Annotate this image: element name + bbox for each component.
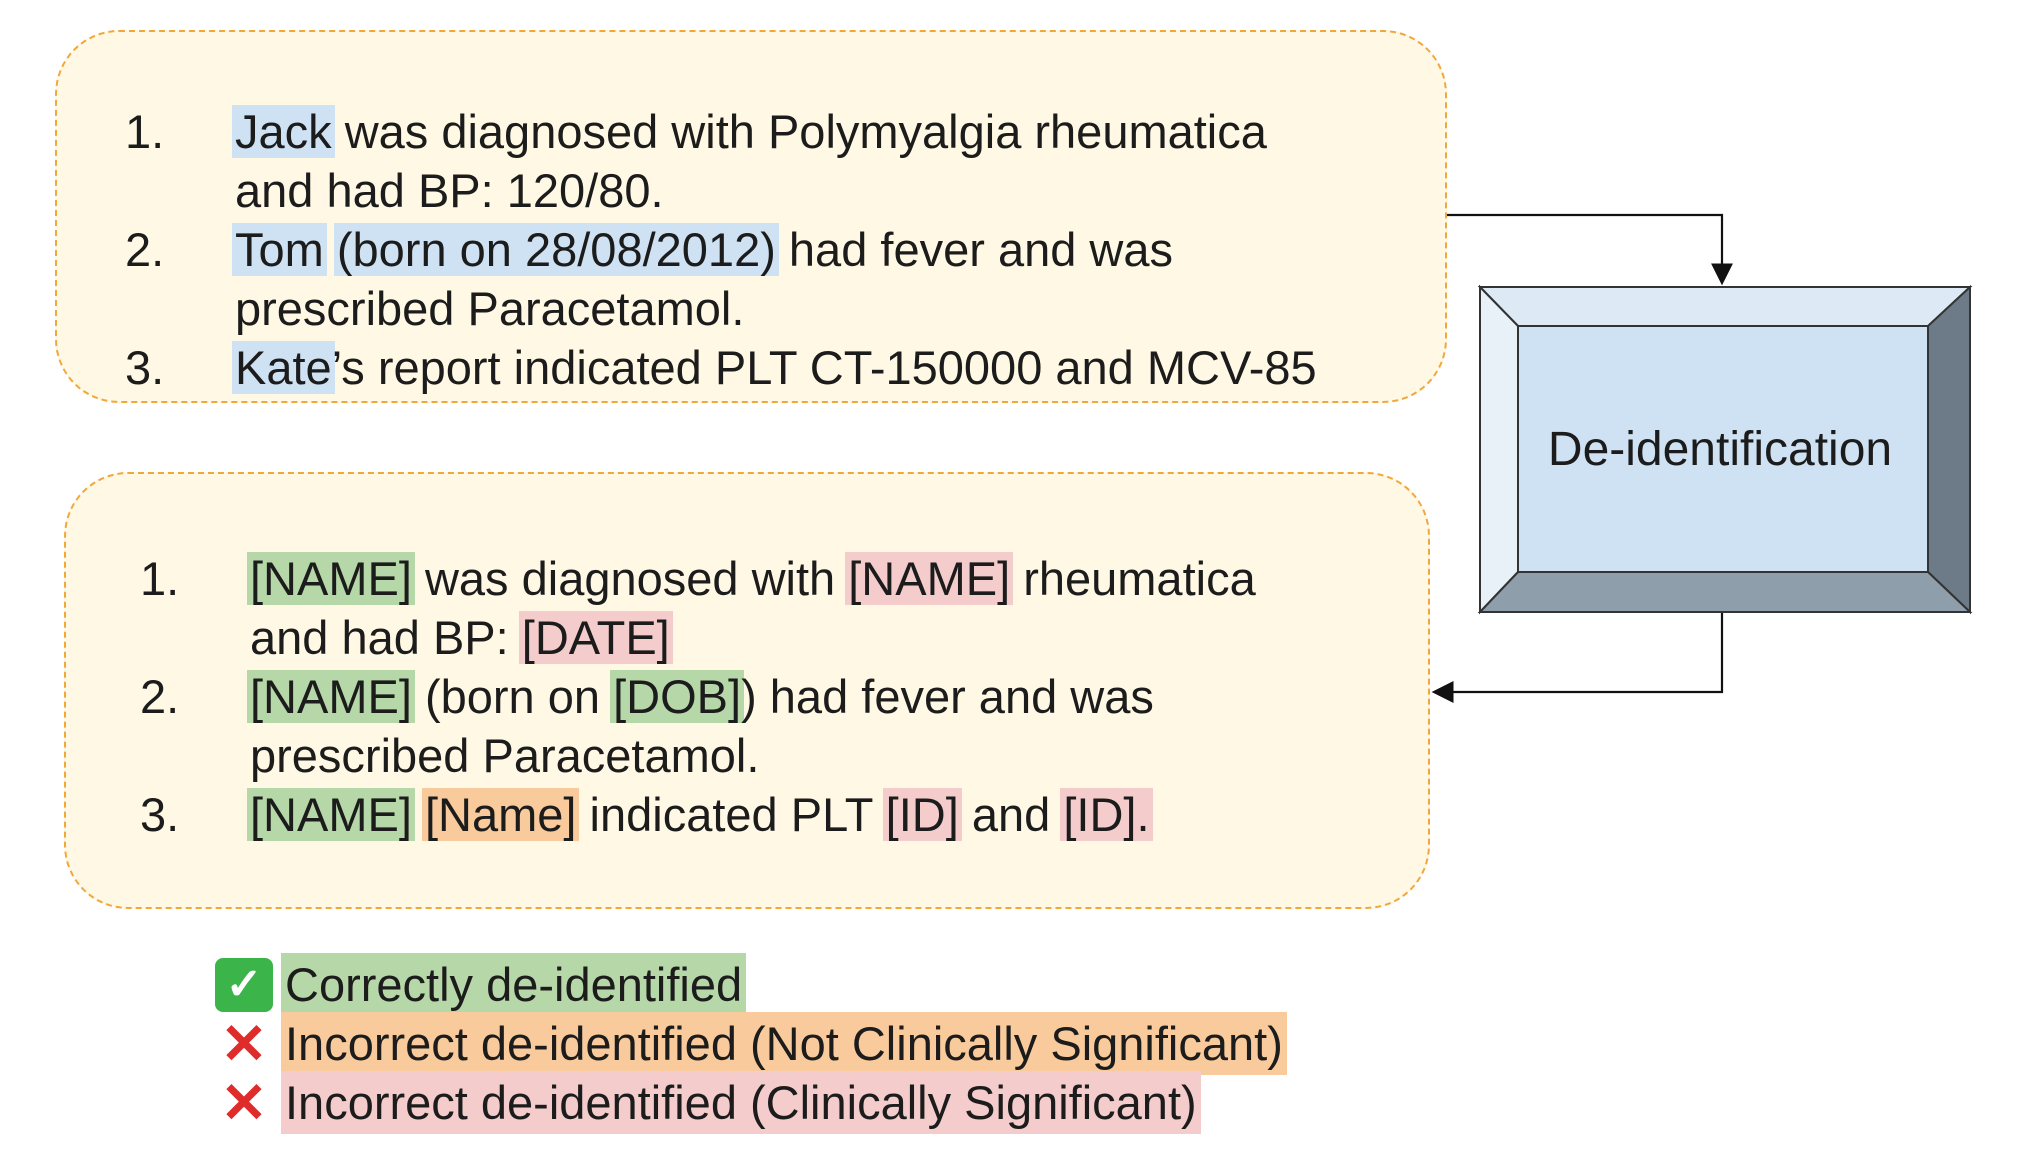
text-segment: rheumatica: [1010, 552, 1256, 605]
arrow-deid-to-output: [1431, 612, 1724, 703]
text-segment: was diagnosed with Polymyalgia rheumatic…: [331, 105, 1267, 158]
item-line: prescribed Paracetamol.: [250, 726, 1154, 785]
list-item: 3. [NAME] [Name] indicated PLT [ID] and […: [140, 785, 1256, 844]
text-segment: and had BP: 120/80.: [235, 164, 664, 217]
text-segment: and had BP:: [250, 611, 522, 664]
output-list: 1. [NAME] was diagnosed with [NAME] rheum…: [140, 549, 1256, 844]
highlight-green: [NAME]: [247, 670, 415, 723]
list-item: 2. [NAME] (born on [DOB]) had fever and w…: [140, 667, 1256, 785]
cross-mark-icon: ✕: [220, 1070, 268, 1134]
item-line: Jack was diagnosed with Polymyalgia rheu…: [232, 102, 1267, 161]
item-text: [NAME] was diagnosed with [NAME] rheumat…: [247, 549, 1256, 667]
text-segment: and: [958, 788, 1064, 841]
item-line: Kate’s report indicated PLT CT-150000 an…: [232, 338, 1317, 397]
highlight-pink: [DATE]: [518, 611, 673, 664]
highlight-blue: (born on 28/08/2012): [333, 223, 779, 276]
legend: ✓Correctly de-identified✕Incorrect de-id…: [215, 953, 1287, 1134]
item-number: 1.: [140, 552, 180, 605]
item-line: and had BP: [DATE]: [250, 608, 1256, 667]
list-item: 1. [NAME] was diagnosed with [NAME] rheum…: [140, 549, 1256, 667]
list-item: 3. Kate’s report indicated PLT CT-150000 …: [125, 338, 1317, 397]
legend-label: Incorrect de-identified (Clinically Sign…: [281, 1071, 1201, 1134]
highlight-blue: Tom: [232, 223, 327, 276]
item-line: [NAME] was diagnosed with [NAME] rheumat…: [247, 549, 1256, 608]
item-line: and had BP: 120/80.: [235, 161, 1267, 220]
text-segment: had fever and was: [775, 223, 1173, 276]
highlight-orange: [Name]: [421, 788, 580, 841]
item-line: [NAME] [Name] indicated PLT [ID] and [ID…: [247, 785, 1153, 844]
text-segment: (born on: [411, 670, 614, 723]
cross-mark-icon: ✕: [220, 1011, 268, 1075]
item-number: 2.: [125, 223, 165, 276]
highlight-pink: [ID]: [882, 788, 962, 841]
highlight-green: [NAME]: [247, 552, 415, 605]
legend-item: ✕Incorrect de-identified (Clinically Sig…: [215, 1070, 1287, 1134]
highlight-green: [DOB]: [610, 670, 745, 723]
item-number: 2.: [140, 670, 180, 723]
highlight-blue: Jack: [232, 105, 335, 158]
input-text-panel: 1. Jack was diagnosed with Polymyalgia rh…: [55, 30, 1447, 403]
text-segment: prescribed Paracetamol.: [235, 282, 745, 335]
arrow-input-to-deid: [1447, 213, 1733, 286]
text-segment: indicated PLT: [576, 788, 886, 841]
text-segment: ) had fever and was: [741, 670, 1154, 723]
highlight-green: [NAME]: [247, 788, 415, 841]
highlight-blue: Kate: [232, 341, 335, 394]
item-number: 3.: [140, 788, 180, 841]
list-item: 2. Tom (born on 28/08/2012) had fever and…: [125, 220, 1317, 338]
item-line: [NAME] (born on [DOB]) had fever and was: [247, 667, 1154, 726]
item-line: prescribed Paracetamol.: [235, 279, 1173, 338]
output-text-panel: 1. [NAME] was diagnosed with [NAME] rheum…: [64, 472, 1430, 909]
item-text: [NAME] (born on [DOB]) had fever and was…: [247, 667, 1154, 785]
item-text: [NAME] [Name] indicated PLT [ID] and [ID…: [247, 785, 1153, 844]
deid-process-box: [1477, 284, 1973, 615]
text-segment: was diagnosed with: [411, 552, 849, 605]
highlight-pink: [ID].: [1060, 788, 1153, 841]
item-line: Tom (born on 28/08/2012) had fever and w…: [232, 220, 1173, 279]
deid-label: De-identification: [1547, 423, 1893, 476]
item-text: Jack was diagnosed with Polymyalgia rheu…: [232, 102, 1267, 220]
text-segment: prescribed Paracetamol.: [250, 729, 760, 782]
item-text: Kate’s report indicated PLT CT-150000 an…: [232, 338, 1317, 397]
highlight-pink: [NAME]: [845, 552, 1014, 605]
legend-label: Correctly de-identified: [281, 953, 747, 1016]
item-text: Tom (born on 28/08/2012) had fever and w…: [232, 220, 1173, 338]
legend-item: ✕Incorrect de-identified (Not Clinically…: [215, 1011, 1287, 1075]
list-item: 1. Jack was diagnosed with Polymyalgia rh…: [125, 102, 1317, 220]
text-segment: ’s report indicated PLT CT-150000 and MC…: [331, 341, 1317, 394]
item-number: 1.: [125, 105, 165, 158]
input-list: 1. Jack was diagnosed with Polymyalgia rh…: [125, 102, 1317, 397]
check-mark-icon: ✓: [215, 957, 273, 1012]
item-number: 3.: [125, 341, 165, 394]
legend-label: Incorrect de-identified (Not Clinically …: [281, 1012, 1287, 1075]
legend-item: ✓Correctly de-identified: [215, 953, 1287, 1016]
